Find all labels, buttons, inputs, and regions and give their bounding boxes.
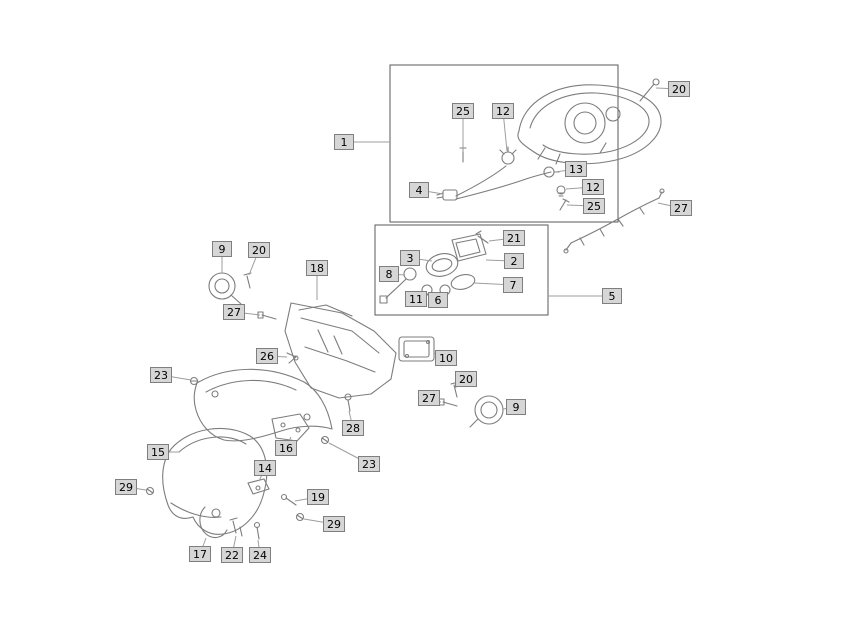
clamp-bracket bbox=[247, 478, 270, 495]
callout-9: 9 bbox=[212, 241, 232, 257]
callout-26: 26 bbox=[256, 348, 278, 364]
callout-4: 4 bbox=[409, 182, 429, 198]
callout-9: 9 bbox=[506, 399, 526, 415]
callout-6: 6 bbox=[428, 292, 448, 308]
hook-bolt bbox=[253, 521, 261, 540]
headlamp-group-box bbox=[389, 64, 619, 223]
callout-15: 15 bbox=[147, 444, 169, 460]
left-signal-bolt bbox=[257, 311, 277, 320]
callout-12: 12 bbox=[492, 103, 514, 119]
left-turn-signal bbox=[208, 272, 242, 305]
callout-24: 24 bbox=[249, 547, 271, 563]
callout-23: 23 bbox=[150, 367, 172, 383]
callout-29: 29 bbox=[323, 516, 345, 532]
callout-23: 23 bbox=[358, 456, 380, 472]
mudflap bbox=[193, 368, 333, 442]
left-signal-screw bbox=[243, 272, 252, 289]
callout-8: 8 bbox=[379, 266, 399, 282]
tail-lamp-group-box bbox=[374, 224, 549, 316]
callout-27: 27 bbox=[418, 390, 440, 406]
headlamp bbox=[517, 84, 662, 165]
callout-11: 11 bbox=[405, 291, 427, 307]
callout-7: 7 bbox=[503, 277, 523, 293]
hook-screws bbox=[229, 517, 243, 537]
stud bbox=[344, 393, 352, 412]
callout-leader-lines bbox=[125, 87, 682, 556]
callout-21: 21 bbox=[503, 230, 525, 246]
fender-screw-lower bbox=[295, 512, 305, 522]
callout-18: 18 bbox=[306, 260, 328, 276]
hook-bracket bbox=[199, 506, 228, 539]
callout-3: 3 bbox=[400, 250, 420, 266]
callout-25: 25 bbox=[452, 103, 474, 119]
license-plate-bracket bbox=[398, 336, 435, 362]
callout-22: 22 bbox=[221, 547, 243, 563]
callout-20: 20 bbox=[248, 242, 270, 258]
front-fender bbox=[162, 427, 268, 535]
callout-10: 10 bbox=[435, 350, 457, 366]
clip bbox=[286, 352, 299, 364]
callout-16: 16 bbox=[275, 440, 297, 456]
callout-13: 13 bbox=[565, 161, 587, 177]
side-bracket bbox=[271, 413, 310, 442]
callout-14: 14 bbox=[254, 460, 276, 476]
callout-29: 29 bbox=[115, 479, 137, 495]
fender-screw-left bbox=[145, 486, 155, 496]
wiring-harness bbox=[563, 188, 665, 254]
callout-20: 20 bbox=[668, 81, 690, 97]
callout-27: 27 bbox=[670, 200, 692, 216]
rear-fairing bbox=[284, 302, 397, 399]
headlamp-screw bbox=[639, 78, 660, 102]
callout-17: 17 bbox=[189, 546, 211, 562]
callout-25: 25 bbox=[583, 198, 605, 214]
headlamp-bulb-wiring bbox=[436, 146, 570, 211]
callout-20: 20 bbox=[455, 371, 477, 387]
callout-5: 5 bbox=[602, 288, 622, 304]
mudflap-screw-right bbox=[320, 435, 330, 445]
callout-28: 28 bbox=[342, 420, 364, 436]
mudflap-screw-left bbox=[189, 376, 199, 386]
callout-1: 1 bbox=[334, 134, 354, 150]
right-signal-bolt bbox=[438, 398, 458, 407]
callout-27: 27 bbox=[223, 304, 245, 320]
fender-screw-mid bbox=[280, 493, 297, 506]
callout-12: 12 bbox=[582, 179, 604, 195]
right-turn-signal bbox=[469, 395, 504, 428]
callout-2: 2 bbox=[504, 253, 524, 269]
callout-19: 19 bbox=[307, 489, 329, 505]
